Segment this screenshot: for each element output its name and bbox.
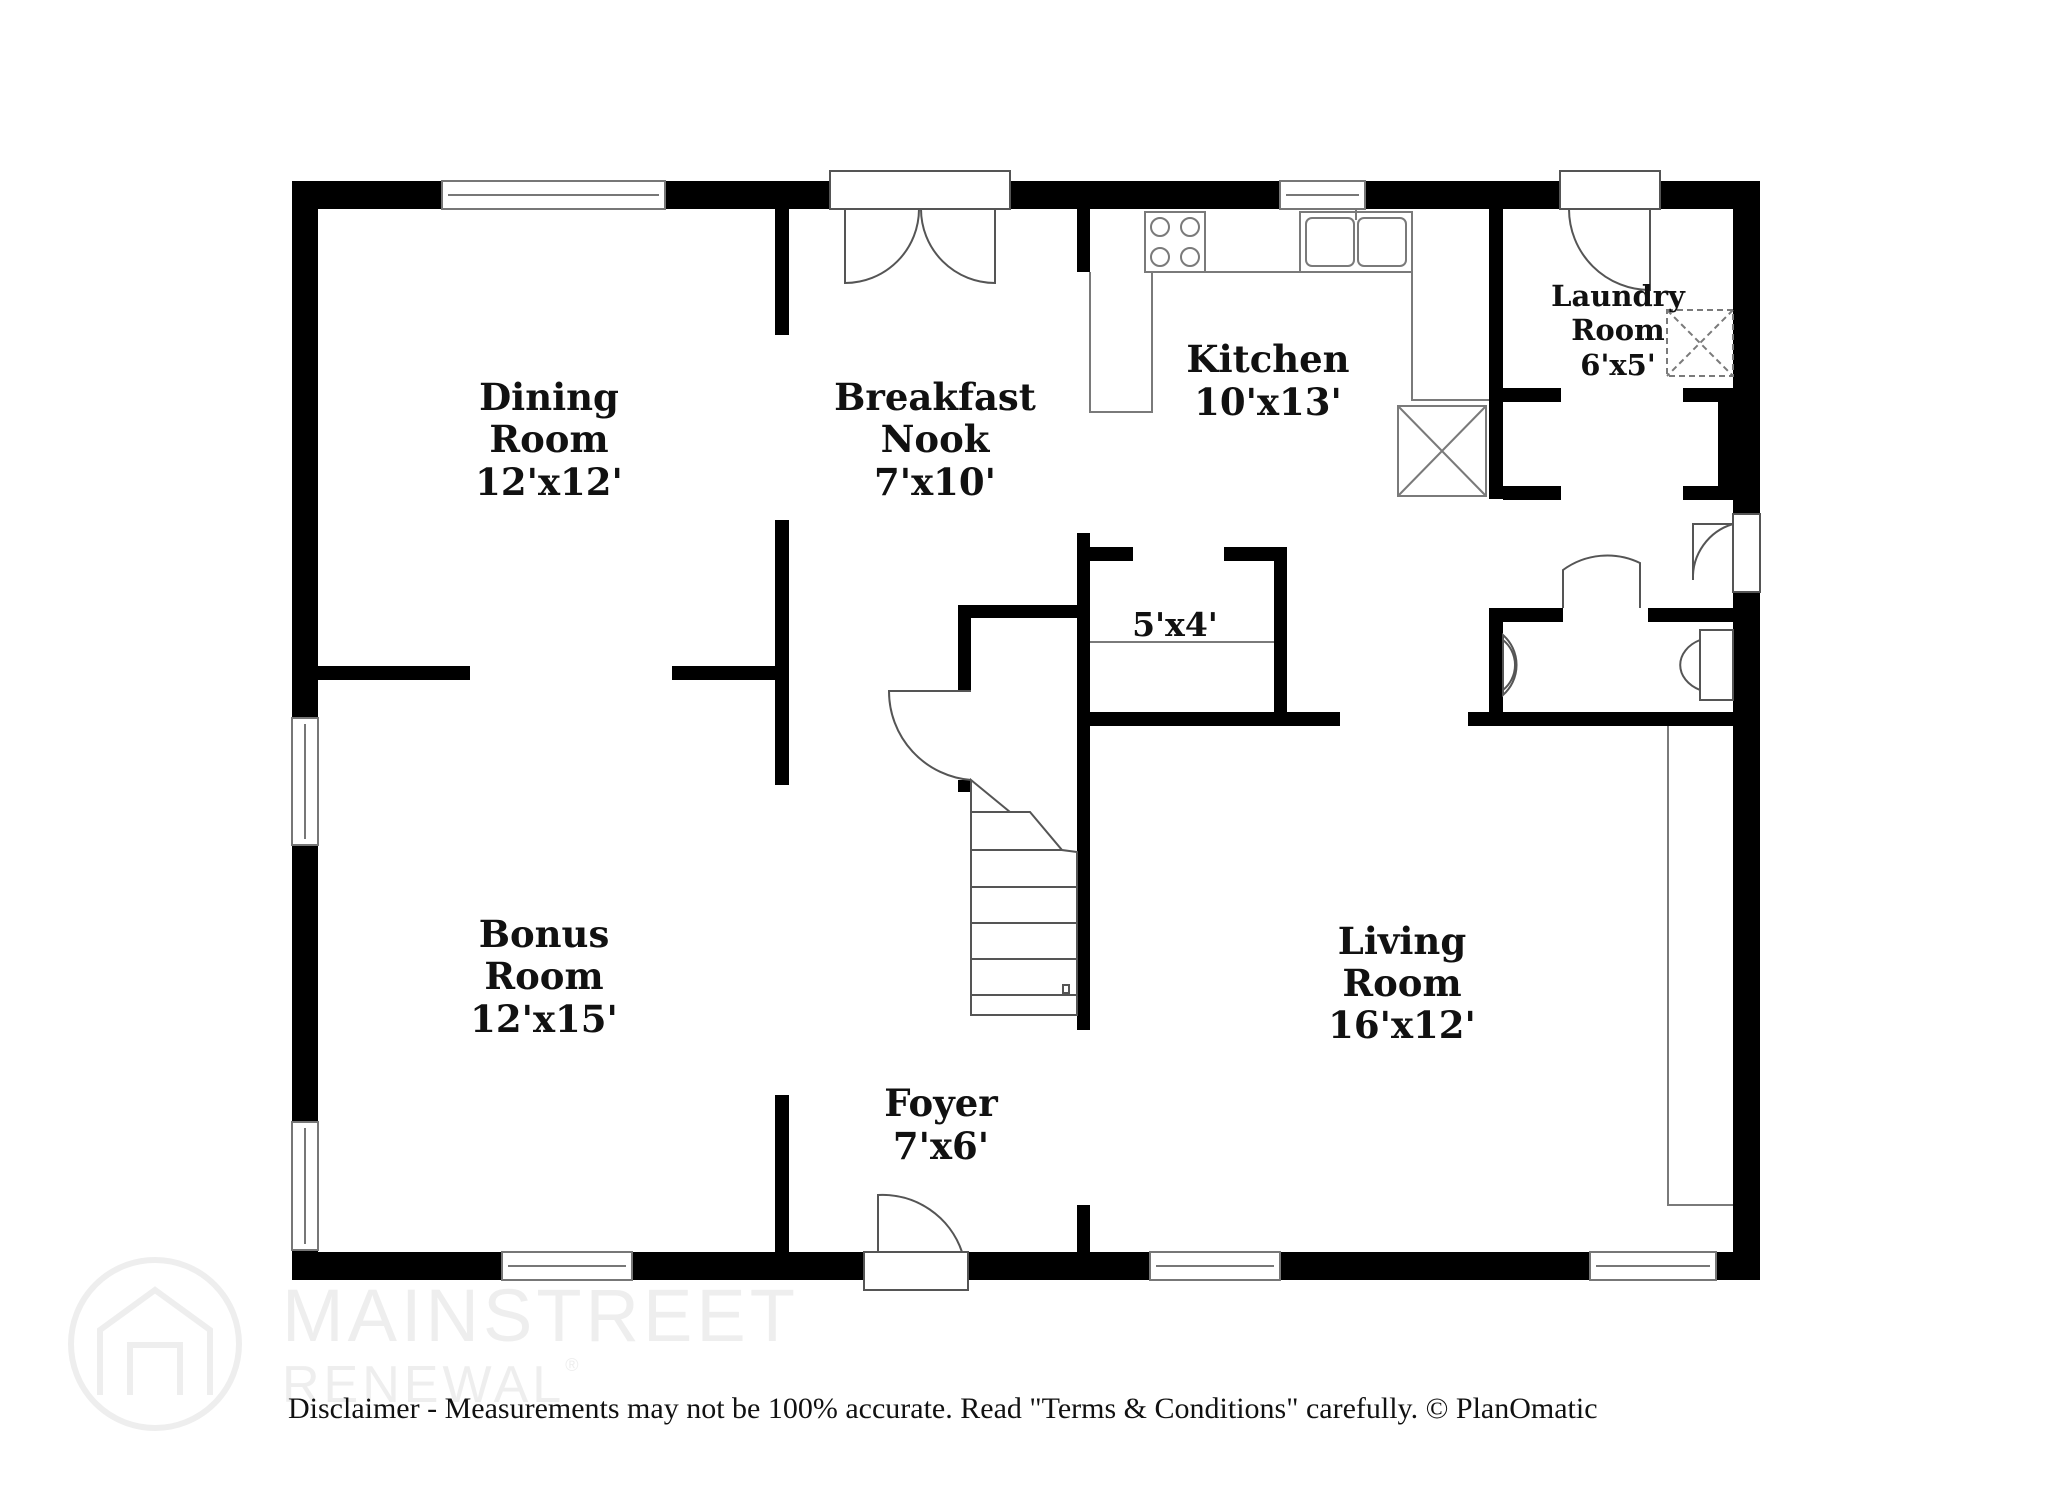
dining-room-name-1: Dining <box>479 375 619 419</box>
bonus-room-name-1: Bonus <box>479 912 610 956</box>
sink-icon <box>1299 211 1413 273</box>
watermark-line-2-text: RENEWAL <box>282 1356 566 1414</box>
kitchen-name: Kitchen <box>1186 337 1349 381</box>
built-in-shelf <box>1667 726 1733 1206</box>
disclaimer: Disclaimer - Measurements may not be 100… <box>288 1392 1598 1425</box>
kitchen-size: 10'x13' <box>1194 380 1342 424</box>
living-room-size: 16'x12' <box>1328 1003 1476 1047</box>
washer-icon <box>1666 309 1734 377</box>
french-door-right <box>920 208 996 285</box>
foyer-size: 7'x6' <box>893 1124 989 1168</box>
mainstreet-logo-icon <box>68 1257 242 1431</box>
interior-walls <box>318 209 1733 1252</box>
closet-size: 5'x4' <box>1132 605 1218 644</box>
breakfast-nook-name-2: Nook <box>881 417 991 461</box>
refrigerator-icon <box>1397 405 1487 497</box>
toilet-icon <box>1699 629 1734 701</box>
kitchen-fixtures <box>1089 210 1734 1206</box>
laundry-room-name-1: Laundry <box>1551 279 1686 313</box>
watermark-line-1: MAINSTREET <box>282 1274 799 1357</box>
stairs <box>970 777 1078 1016</box>
breakfast-nook-name-1: Breakfast <box>834 375 1036 419</box>
bathroom-sink-icon <box>1502 632 1518 698</box>
stove-icon <box>1144 211 1206 273</box>
watermark: MAINSTREET RENEWAL® <box>62 1255 802 1425</box>
dining-room-size: 12'x12' <box>475 460 623 504</box>
room-labels: Dining Room 12'x12' Breakfast Nook 7'x10… <box>470 279 1686 1168</box>
windows <box>291 180 1717 1281</box>
exterior-walls <box>292 181 1760 1280</box>
dining-room-name-2: Room <box>489 417 608 461</box>
living-room-name-2: Room <box>1342 961 1461 1005</box>
bonus-room-size: 12'x15' <box>470 997 618 1041</box>
foyer-name: Foyer <box>884 1081 998 1125</box>
breakfast-nook-size: 7'x10' <box>874 460 996 504</box>
doors <box>829 170 1761 1291</box>
watermark-line-2: RENEWAL® <box>282 1355 583 1415</box>
registered-mark: ® <box>565 1355 583 1375</box>
bath-fixtures <box>1502 629 1734 701</box>
french-door-left <box>844 208 920 285</box>
laundry-room-name-2: Room <box>1571 313 1665 347</box>
living-room-name-1: Living <box>1338 919 1466 963</box>
laundry-room-size: 6'x5' <box>1580 348 1655 382</box>
bonus-room-name-2: Room <box>484 954 603 998</box>
